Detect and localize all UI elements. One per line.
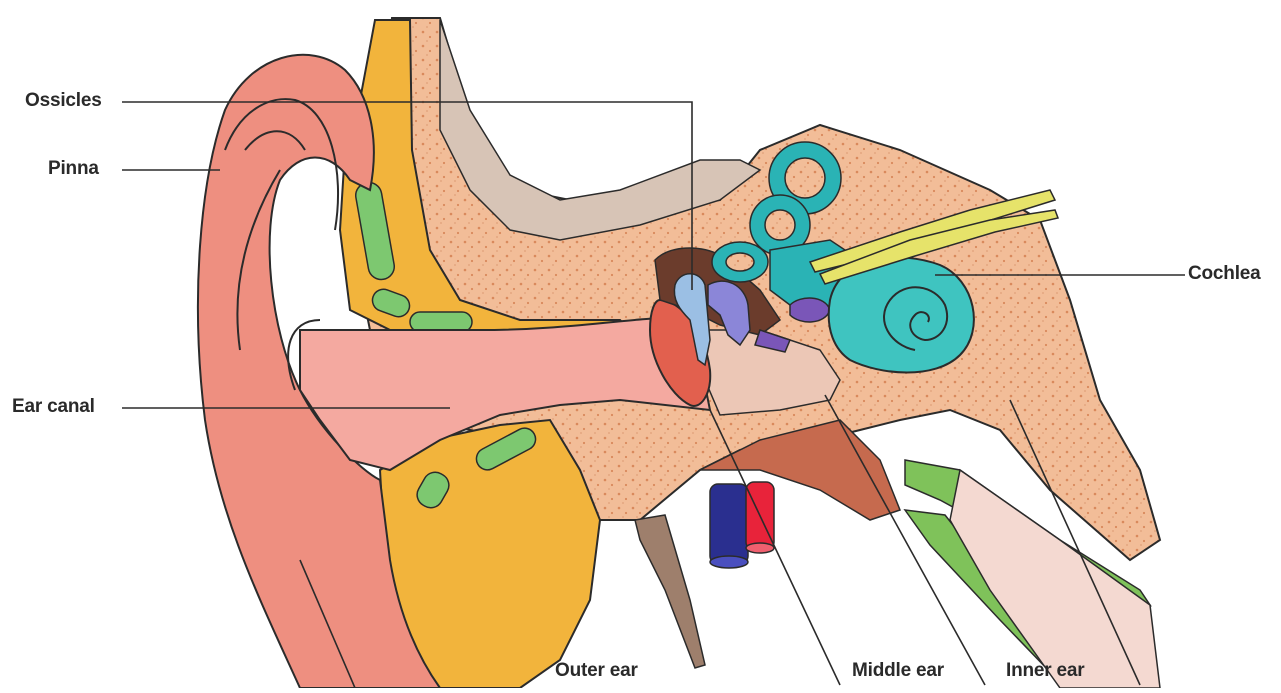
- styloid-process: [635, 515, 705, 668]
- outer-ear-label: Outer ear: [555, 660, 638, 682]
- ear-canal-label: Ear canal: [12, 396, 95, 418]
- ossicles-label: Ossicles: [25, 90, 102, 112]
- oval-window: [790, 298, 830, 322]
- inner-ear-label: Inner ear: [1006, 660, 1084, 682]
- cochlea-label: Cochlea: [1188, 263, 1261, 285]
- pinna-label: Pinna: [48, 158, 99, 180]
- middle-ear-label: Middle ear: [852, 660, 944, 682]
